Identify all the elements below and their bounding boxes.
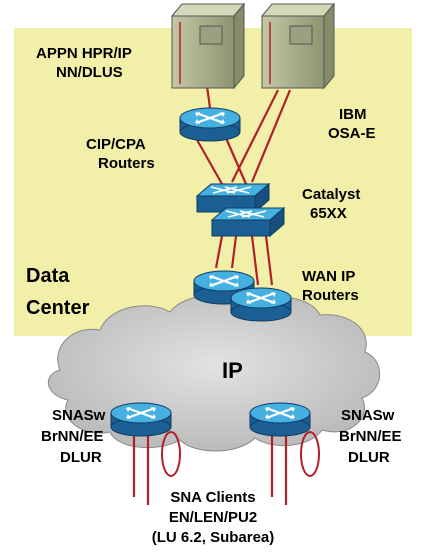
network-links (132, 85, 292, 505)
appn-label-line1: APPN HPR/IP (36, 45, 132, 62)
snasw-right-line3: DLUR (348, 449, 390, 466)
wan-label-line2: Routers (302, 287, 359, 304)
ip-cloud-label: IP (222, 358, 243, 383)
router-icon (229, 286, 293, 323)
clients-label-line1: SNA Clients (170, 489, 255, 506)
client-loop-right (300, 431, 320, 477)
ibm-label-line2: OSA-E (328, 125, 376, 142)
datacenter-label-line1: Data (26, 265, 70, 287)
snasw-right-line1: SNASw (341, 407, 395, 424)
clients-label-line3: (LU 6.2, Subarea) (152, 529, 275, 546)
router-icon (178, 106, 242, 143)
switch-icon (211, 207, 285, 237)
appn-label-line2: NN/DLUS (56, 64, 123, 81)
ibm-label-line1: IBM (339, 106, 367, 123)
mainframe-icon (170, 2, 246, 90)
router-icon (248, 401, 312, 438)
catalyst-label-line1: Catalyst (302, 186, 360, 203)
router-icon (109, 401, 173, 438)
mainframe-icon (260, 2, 336, 90)
snasw-left-line3: DLUR (60, 449, 102, 466)
snasw-right-line2: BrNN/EE (339, 428, 402, 445)
clients-label-line2: EN/LEN/PU2 (169, 509, 257, 526)
catalyst-label-line2: 65XX (310, 205, 347, 222)
client-loop-left (161, 431, 181, 477)
snasw-left-line1: SNASw (52, 407, 106, 424)
snasw-left-line2: BrNN/EE (41, 428, 104, 445)
cip-label-line1: CIP/CPA (86, 136, 146, 153)
datacenter-label-line2: Center (26, 297, 90, 319)
wan-label-line1: WAN IP (302, 268, 355, 285)
cip-label-line2: Routers (98, 155, 155, 172)
